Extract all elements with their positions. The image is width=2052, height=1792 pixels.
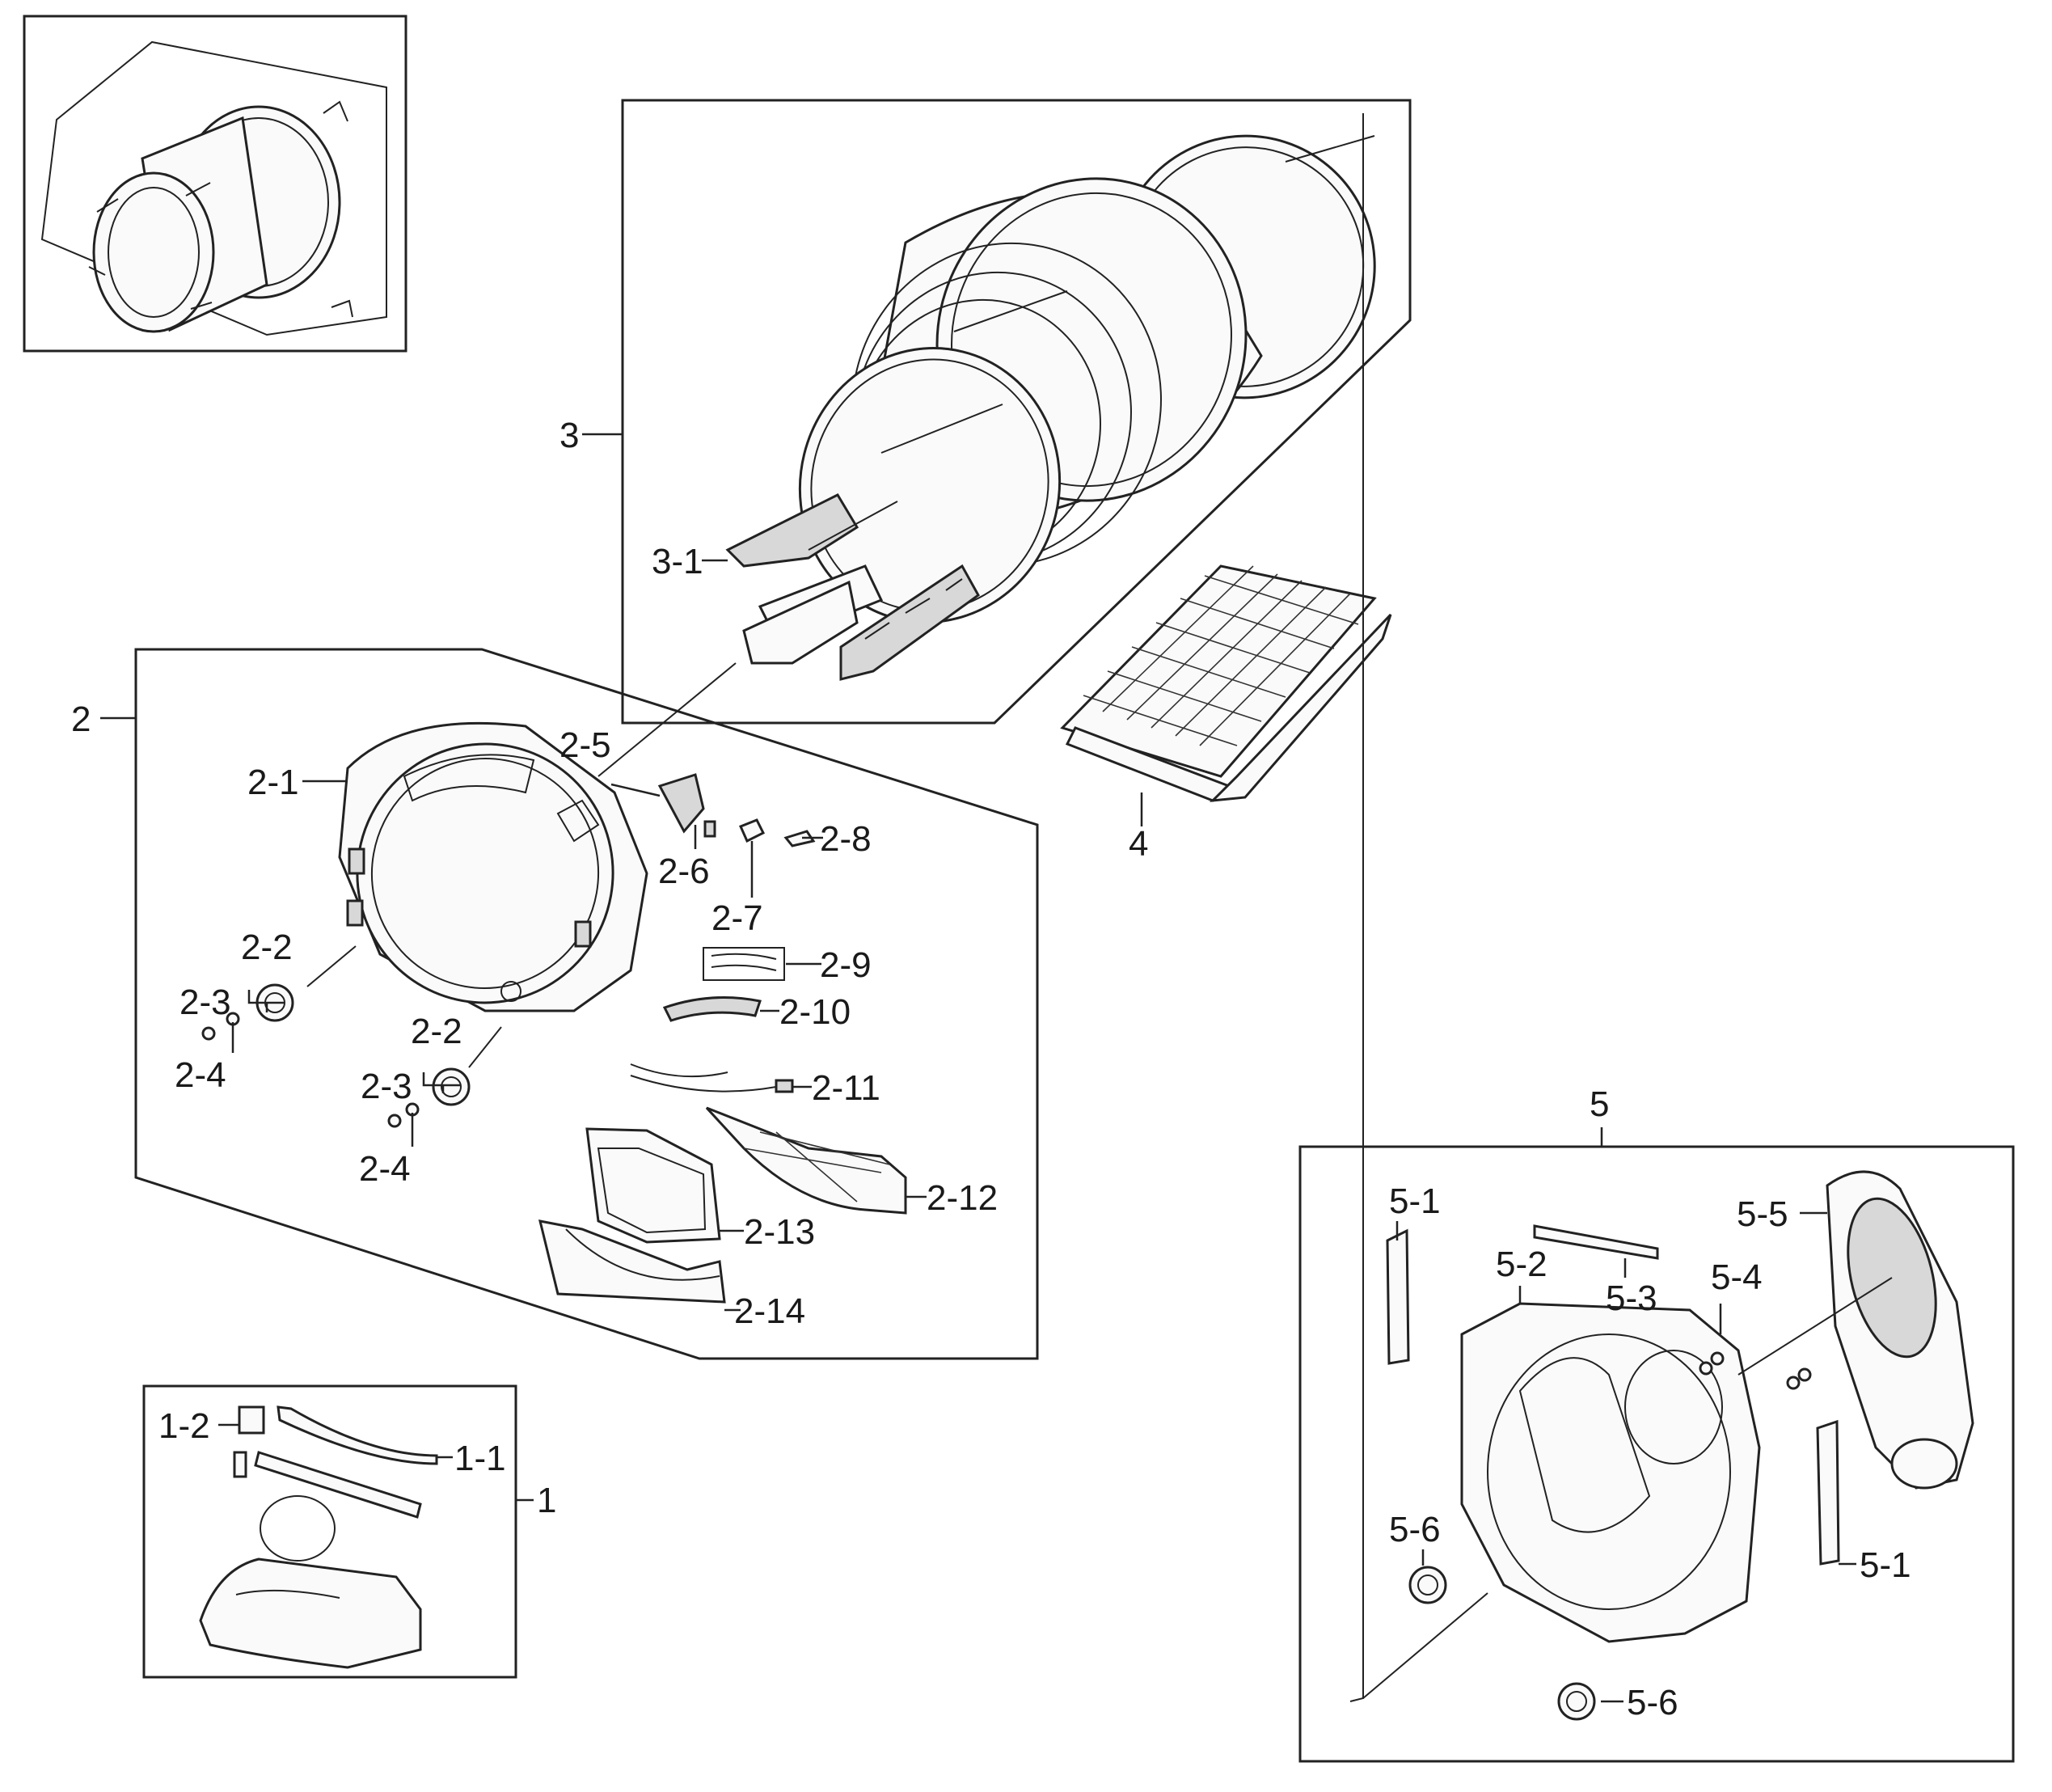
- callout-labels: 1 1-1 1-2 2 2-1 2-2 2-2 2-3 2-3 2-4 2-4 …: [71, 416, 1911, 1722]
- callout-1-2: 1-2: [158, 1406, 210, 1446]
- callout-5-6-a: 5-6: [1389, 1510, 1441, 1549]
- group-1-duct-assembly: [142, 1384, 517, 1679]
- callout-2-1: 2-1: [247, 763, 299, 802]
- callout-5-6-b: 5-6: [1627, 1683, 1678, 1722]
- callout-2-13: 2-13: [744, 1212, 815, 1252]
- filter-mesh: [1083, 565, 1359, 746]
- reference-guide-line: [1349, 113, 1364, 1702]
- front-panel-frame: [338, 721, 648, 1012]
- callout-leaders: [100, 433, 1856, 1703]
- door-switch-parts: [657, 773, 816, 898]
- wire-harness-parts: [630, 947, 794, 1093]
- callout-2-7: 2-7: [711, 898, 763, 938]
- callout-2-6: 2-6: [658, 852, 710, 891]
- callout-3-1: 3-1: [652, 542, 703, 581]
- assembly-preview-panel: [23, 15, 407, 353]
- callout-2-8: 2-8: [820, 819, 872, 859]
- callout-2-9: 2-9: [820, 945, 872, 985]
- rear-panel: [1460, 1302, 1761, 1643]
- callout-2: 2: [71, 699, 91, 739]
- callout-5-2: 5-2: [1496, 1245, 1547, 1284]
- drum-lifters: [725, 493, 980, 681]
- callout-5-5: 5-5: [1737, 1194, 1788, 1234]
- callout-2-14: 2-14: [734, 1291, 805, 1331]
- callout-2-4-b: 2-4: [359, 1149, 411, 1189]
- door-duct-and-filter-guide: [538, 1106, 907, 1304]
- rear-brackets: [1386, 1224, 1840, 1566]
- callout-4: 4: [1129, 824, 1148, 864]
- rear-duct-housing: [1826, 1170, 1974, 1490]
- callout-2-12: 2-12: [927, 1178, 998, 1218]
- callout-2-10: 2-10: [779, 992, 851, 1032]
- callout-2-2-b: 2-2: [411, 1012, 462, 1051]
- callout-1-1: 1-1: [454, 1439, 506, 1478]
- callout-2-5: 2-5: [559, 725, 611, 765]
- callout-5: 5: [1590, 1084, 1609, 1124]
- callout-2-4-a: 2-4: [175, 1055, 226, 1095]
- group-4-filter-screen: [1060, 564, 1392, 812]
- callout-3: 3: [559, 416, 579, 455]
- callout-5-3: 5-3: [1606, 1278, 1657, 1318]
- callout-5-1-a: 5-1: [1389, 1181, 1441, 1221]
- callout-1: 1: [537, 1481, 556, 1520]
- callout-5-1-b: 5-1: [1860, 1545, 1911, 1585]
- assembly-preview-drum: [88, 100, 353, 333]
- rollers-group-5: [1408, 1351, 1812, 1721]
- drum-center-axis: [597, 135, 1375, 777]
- callout-5-4: 5-4: [1711, 1257, 1763, 1297]
- group-5-rear-assembly: [1298, 1145, 2015, 1763]
- duct-parts: [199, 1405, 438, 1669]
- callout-2-3-b: 2-3: [361, 1067, 412, 1106]
- group-3-drum: [597, 99, 1412, 777]
- callout-2-3-a: 2-3: [179, 983, 231, 1022]
- callout-2-11: 2-11: [812, 1068, 880, 1108]
- callout-2-2-a: 2-2: [241, 928, 293, 967]
